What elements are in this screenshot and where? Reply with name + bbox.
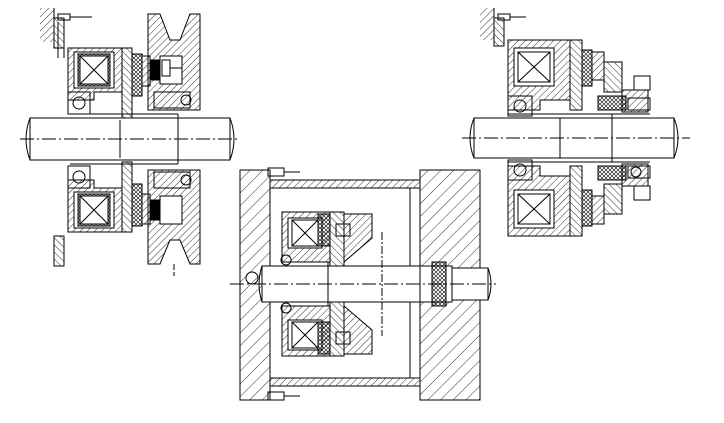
fixing-screw [57, 13, 92, 58]
shaft-left [20, 113, 240, 165]
view-clutch-in-housing [230, 167, 496, 401]
magnet-right-lower [507, 159, 651, 237]
pulley-upper [147, 13, 201, 111]
magnet-right-upper [507, 39, 651, 117]
magnet-body-upper [67, 47, 123, 115]
view-clutch-with-pulley [20, 8, 240, 276]
magnet-center-upper [280, 211, 373, 267]
shaft-right [462, 113, 690, 163]
mounting-wall [40, 8, 65, 49]
shaft-center [230, 232, 496, 336]
magnet-center-lower [280, 301, 373, 357]
view-clutch-with-flange [462, 8, 690, 237]
mounting-wall-right [480, 8, 526, 47]
lower-half-left [53, 161, 201, 276]
